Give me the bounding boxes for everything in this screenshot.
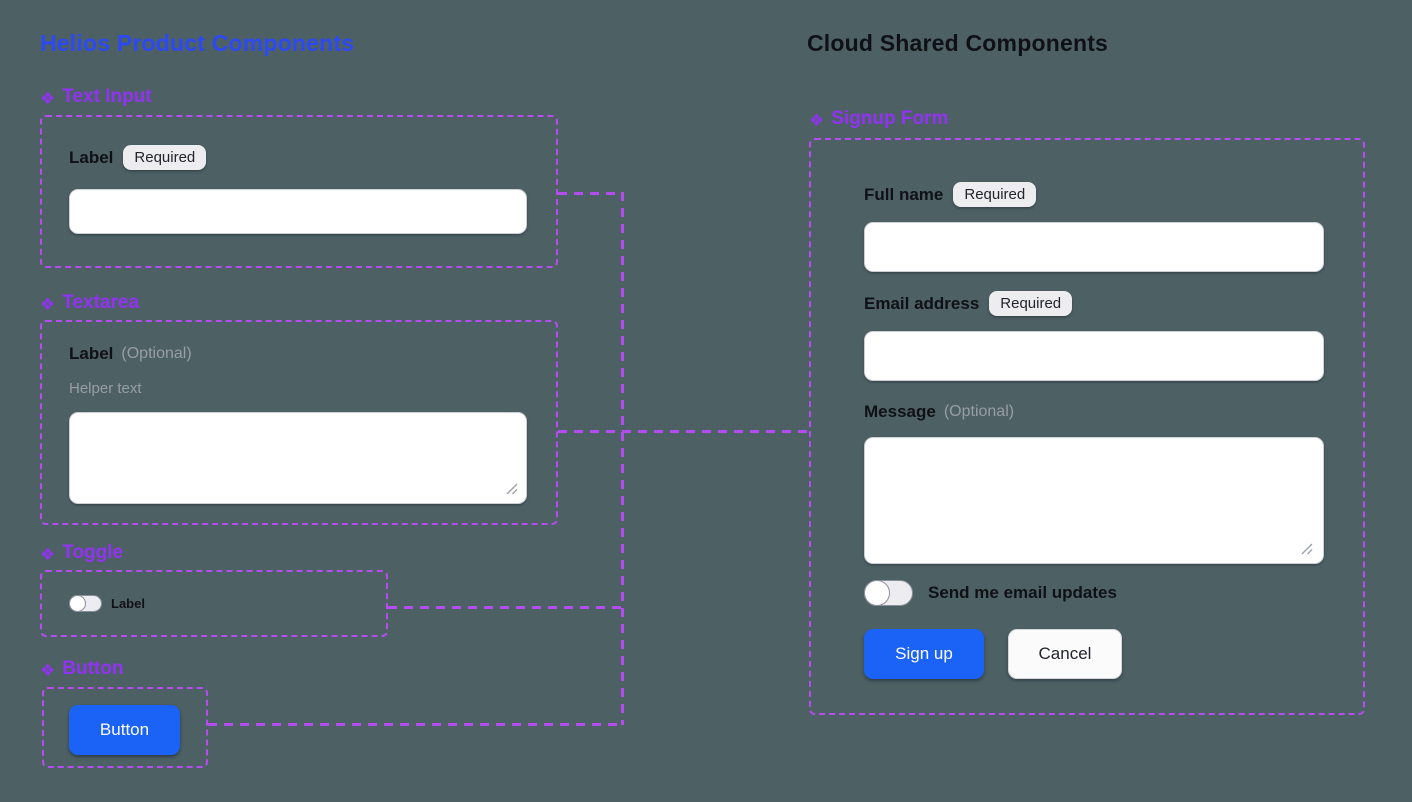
text-input-component-frame: Label Required	[40, 115, 558, 268]
full-name-input[interactable]	[864, 222, 1324, 272]
email-label: Email address	[864, 293, 980, 313]
helper-text: Helper text	[69, 380, 142, 397]
component-icon: ❖	[40, 294, 56, 314]
textarea-field[interactable]	[69, 412, 527, 504]
section-label: Toggle	[62, 542, 124, 563]
section-header-toggle: ❖ Toggle	[40, 542, 123, 564]
full-name-label: Full name	[864, 184, 944, 204]
email-input[interactable]	[864, 331, 1324, 381]
section-header-textarea: ❖ Textarea	[40, 292, 139, 314]
section-label: Button	[62, 658, 124, 679]
cloud-title: Cloud Shared Components	[807, 30, 1109, 56]
section-label: Textarea	[62, 292, 140, 313]
cancel-button[interactable]: Cancel	[1008, 629, 1122, 679]
email-updates-label: Send me email updates	[928, 583, 1117, 602]
optional-hint: (Optional)	[121, 345, 192, 362]
primary-button[interactable]: Button	[69, 705, 180, 755]
text-input-field[interactable]	[69, 189, 527, 234]
connector-trunk	[621, 192, 624, 725]
component-icon: ❖	[40, 88, 56, 108]
component-icon: ❖	[40, 660, 56, 680]
email-updates-toggle[interactable]	[863, 579, 913, 606]
section-header-button: ❖ Button	[40, 658, 123, 680]
field-label: Label	[69, 344, 114, 363]
connector-textarea-to-form	[558, 430, 809, 433]
message-textarea[interactable]	[864, 437, 1324, 564]
toggle-switch[interactable]	[68, 594, 102, 612]
section-header-signup-form: ❖ Signup Form	[809, 108, 948, 130]
section-header-text-input: ❖ Text Input	[40, 86, 152, 108]
toggle-knob	[68, 594, 86, 612]
component-icon: ❖	[40, 544, 56, 564]
button-component-frame: Button	[42, 687, 208, 768]
component-icon: ❖	[809, 110, 825, 130]
message-label: Message	[864, 402, 936, 421]
optional-hint: (Optional)	[943, 403, 1015, 420]
section-label: Text Input	[62, 86, 152, 107]
toggle-label: Label	[111, 596, 145, 611]
connector-text-input	[558, 192, 622, 195]
sign-up-button[interactable]: Sign up	[864, 629, 984, 679]
signup-form-frame: Full name Required Email address Require…	[809, 138, 1365, 715]
helios-title: Helios Product Components	[40, 30, 355, 56]
section-label: Signup Form	[831, 108, 949, 129]
field-label: Label	[69, 147, 114, 167]
connector-button	[208, 723, 622, 726]
required-badge: Required	[989, 291, 1073, 316]
toggle-knob	[863, 579, 890, 606]
connector-toggle	[388, 606, 622, 609]
toggle-component-frame: Label	[40, 570, 388, 637]
required-badge: Required	[953, 182, 1037, 207]
textarea-component-frame: Label (Optional) Helper text	[40, 320, 558, 525]
required-badge: Required	[123, 145, 207, 170]
